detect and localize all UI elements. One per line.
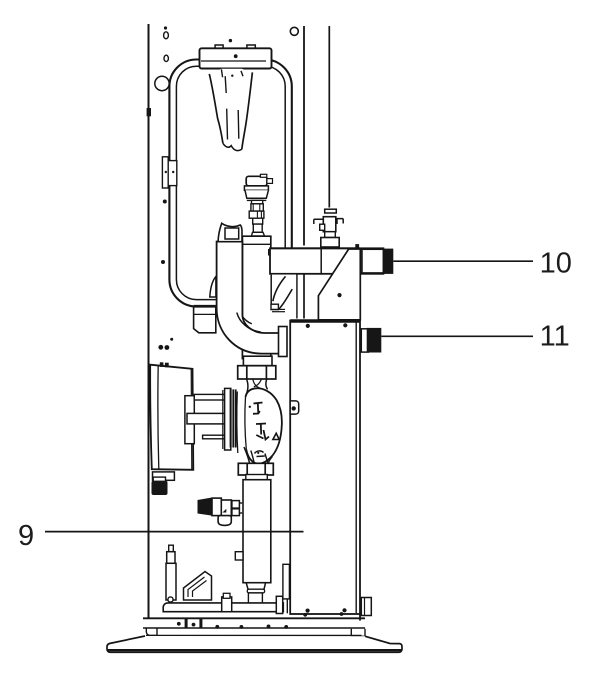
svg-text:9: 9 xyxy=(18,520,34,552)
svg-text:11: 11 xyxy=(540,320,570,352)
svg-text:10: 10 xyxy=(540,248,572,280)
